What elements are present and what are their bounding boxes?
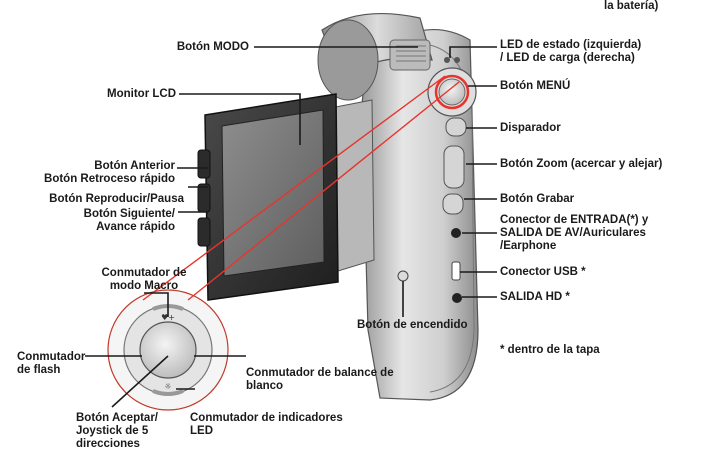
label-line: Botón Siguiente/ — [83, 208, 175, 220]
label-line: la batería) — [604, 0, 659, 12]
label-line: Botón Anterior — [94, 160, 175, 172]
cover-note-label: * dentro de la tapa — [500, 344, 600, 357]
label-line: Disparador — [500, 122, 561, 134]
prev-button-label: Botón Anterior Botón Retroceso rápido — [28, 160, 175, 186]
label-line: Botón Grabar — [500, 193, 575, 205]
label-line: Conmutador de indicadores — [190, 412, 343, 424]
label-line: direcciones — [76, 438, 140, 450]
usb-connector-label: Conector USB * — [500, 266, 586, 279]
label-line: Joystick de 5 — [76, 425, 149, 437]
flash-switch-label: Conmutador de flash — [17, 351, 85, 377]
white-balance-switch-label: Conmutador de balance de blanco — [246, 367, 394, 393]
status-led-label: LED de estado (izquierda) / LED de carga… — [500, 39, 641, 65]
zoom-pointer — [142, 74, 470, 301]
mode-button-label: Botón MODO — [149, 41, 249, 54]
lens-barrel — [317, 12, 433, 101]
power-button-label: Botón de encendido — [357, 319, 468, 332]
label-line: Monitor LCD — [107, 88, 176, 100]
play-pause-label: Botón Reproducir/Pausa — [4, 193, 184, 206]
label-line: Conector USB * — [500, 266, 586, 278]
lcd-panel — [197, 93, 339, 301]
zoom-button-label: Botón Zoom (acercar y alejar) — [500, 158, 662, 171]
next-button-label: Botón Siguiente/ Avance rápido — [66, 208, 175, 234]
ok-joystick-label: Botón Aceptar/ Joystick de 5 direcciones — [76, 412, 158, 451]
label-line: Conmutador de — [101, 267, 187, 279]
shutter-label: Disparador — [500, 122, 561, 135]
label-line: SALIDA DE AV/Auriculares — [500, 227, 646, 239]
av-connector-label: Conector de ENTRADA(*) y SALIDA DE AV/Au… — [500, 214, 648, 253]
leader-lines — [85, 46, 497, 408]
label-line: SALIDA HD * — [500, 291, 570, 303]
label-line: Botón MENÚ — [500, 80, 571, 92]
record-button-label: Botón Grabar — [500, 193, 574, 206]
label-line: Botón Reproducir/Pausa — [49, 193, 184, 205]
label-line: blanco — [246, 380, 284, 392]
lcd-monitor-label: Monitor LCD — [80, 88, 176, 101]
label-line: Conmutador de balance de — [246, 367, 394, 379]
label-line: Conector de ENTRADA(*) y — [500, 214, 649, 226]
label-line: modo Macro — [109, 280, 179, 292]
label-line: Avance rápido — [96, 221, 175, 233]
label-line: Botón MODO — [176, 41, 249, 53]
label-line: Botón Zoom (acercar y alejar) — [500, 158, 663, 170]
svg-text:☼: ☼ — [164, 382, 171, 391]
label-line: / LED de carga (derecha) — [500, 52, 635, 64]
label-line: Conmutador — [17, 351, 86, 363]
led-switch-label: Conmutador de indicadores LED — [190, 412, 343, 438]
label-line: Botón Aceptar/ — [76, 412, 158, 424]
label-line: * dentro de la tapa — [500, 344, 600, 356]
macro-switch-label: Conmutador de modo Macro — [84, 267, 204, 293]
label-line: Botón Retroceso rápido — [44, 173, 175, 185]
dial-inset: ♥+ ☼ — [107, 289, 229, 411]
menu-button-label: Botón MENÚ — [500, 80, 570, 93]
label-line: de flash — [17, 364, 61, 376]
label-line: Botón de encendido — [357, 319, 468, 331]
svg-text:♥+: ♥+ — [161, 313, 175, 322]
label-line: /Earphone — [500, 240, 557, 252]
label-line: LED de estado (izquierda) — [500, 39, 642, 51]
battery-note-label: la batería) — [604, 0, 658, 13]
label-line: LED — [190, 425, 213, 437]
hd-out-label: SALIDA HD * — [500, 291, 570, 304]
